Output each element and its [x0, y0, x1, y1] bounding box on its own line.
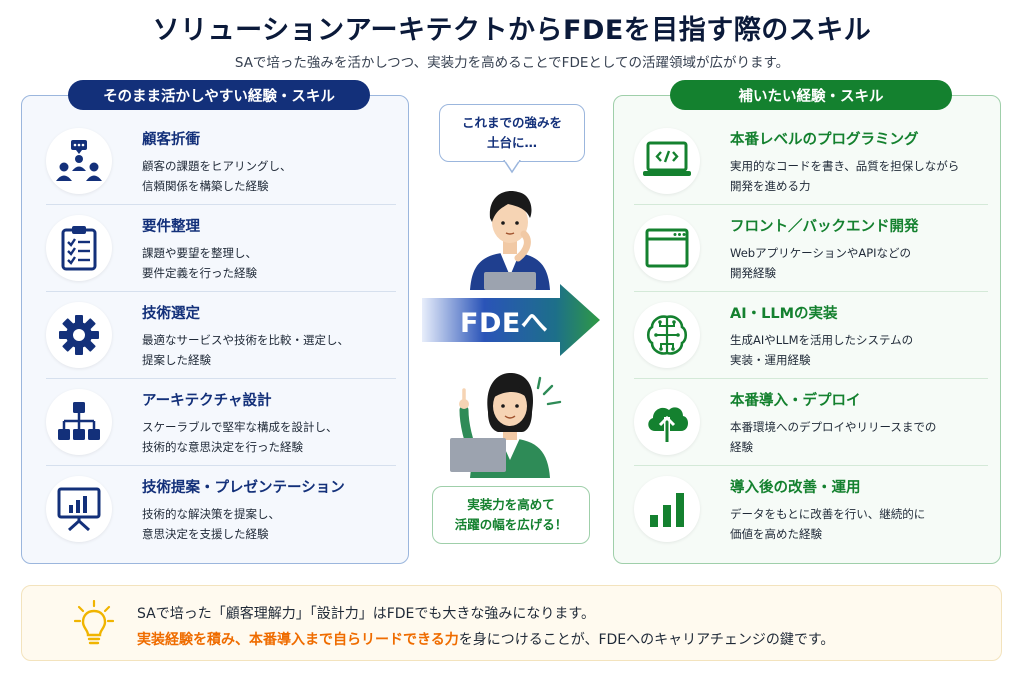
item-title: フロント／バックエンド開発	[730, 219, 919, 235]
hierarchy-icon	[46, 389, 112, 455]
speech-bubble-bottom: 実装力を高めて活躍の幅を広げる！	[432, 486, 590, 544]
man-illustration	[470, 191, 550, 290]
left-panel-header: そのまま活かしやすい経験・スキル	[68, 80, 370, 110]
right-panel-header: 補いたい経験・スキル	[670, 80, 952, 110]
footer-highlight: 実装経験を積み、本番導入まで自らリードできる力	[137, 632, 459, 648]
item-title: 顧客折衝	[142, 132, 200, 148]
divider	[46, 465, 396, 466]
list-item: 本番導入・デプロイ 本番環境へのデプロイやリリースまでの経験	[634, 379, 984, 465]
item-desc: 技術的な解決策を提案し、意思決定を支援した経験	[142, 507, 280, 541]
laptop-code-icon	[634, 128, 700, 194]
list-item: AI・LLMの実装 生成AIやLLMを活用したシステムの実装・運用経験	[634, 292, 984, 378]
bubble-tail-icon	[503, 160, 521, 174]
item-title: アーキテクチャ設計	[142, 393, 272, 409]
bar-chart-icon	[634, 476, 700, 542]
arrow-label: FDEへ	[460, 308, 549, 339]
list-item: 本番レベルのプログラミング 実用的なコードを書き、品質を担保しながら開発を進める…	[634, 118, 984, 204]
page-subtitle: SAで培った強みを活かしつつ、実装力を高めることでFDEとしての活躍領域が広がり…	[234, 55, 790, 71]
list-item: 技術提案・プレゼンテーション 技術的な解決策を提案し、意思決定を支援した経験	[46, 466, 396, 552]
list-item: 技術選定 最適なサービスや技術を比較・選定し、提案した経験	[46, 292, 396, 378]
item-desc: スケーラブルで堅牢な構成を設計し、技術的な意思決定を行った経験	[142, 420, 338, 454]
divider	[634, 465, 988, 466]
divider	[634, 204, 988, 205]
lightbulb-icon	[74, 600, 114, 645]
item-desc: 生成AIやLLMを活用したシステムの実装・運用経験	[730, 333, 914, 367]
divider	[634, 378, 988, 379]
woman-illustration	[450, 372, 562, 478]
cloud-upload-icon	[634, 389, 700, 455]
item-desc: 課題や要望を整理し、要件定義を行った経験	[142, 246, 257, 280]
list-item: 要件整理 課題や要望を整理し、要件定義を行った経験	[46, 205, 396, 291]
item-desc: 本番環境へのデプロイやリリースまでの経験	[730, 420, 937, 454]
left-panel: 顧客折衝 顧客の課題をヒアリングし、信頼関係を構築した経験 要件整理	[21, 95, 409, 564]
footer-line-2-rest: を身につけることが、FDEへのキャリアチェンジの鍵です。	[458, 632, 835, 648]
clipboard-icon	[46, 215, 112, 281]
item-title: 本番導入・デプロイ	[730, 393, 861, 409]
item-title: 導入後の改善・運用	[730, 480, 861, 496]
list-item: アーキテクチャ設計 スケーラブルで堅牢な構成を設計し、技術的な意思決定を行った経…	[46, 379, 396, 465]
divider	[46, 378, 396, 379]
brain-chip-icon	[634, 302, 700, 368]
right-panel: 本番レベルのプログラミング 実用的なコードを書き、品質を担保しながら開発を進める…	[613, 95, 1001, 564]
divider	[46, 204, 396, 205]
gear-icon	[46, 302, 112, 368]
item-title: AI・LLMの実装	[730, 306, 838, 322]
footer-note: SAで培った「顧客理解力」「設計力」はFDEでも大きな強みになります。 実装経験…	[21, 585, 1002, 661]
speech-bubble-top: これまでの強みを土台に…	[439, 104, 585, 162]
divider	[634, 291, 988, 292]
item-desc: 最適なサービスや技術を比較・選定し、提案した経験	[142, 333, 349, 367]
item-title: 要件整理	[142, 219, 200, 235]
item-desc: 顧客の課題をヒアリングし、信頼関係を構築した経験	[142, 159, 292, 193]
item-title: 技術選定	[142, 306, 200, 322]
item-title: 技術提案・プレゼンテーション	[142, 480, 345, 496]
people-chat-icon	[46, 128, 112, 194]
footer-line-2: 実装経験を積み、本番導入まで自らリードできる力を身につけることが、FDEへのキャ…	[137, 629, 834, 649]
item-desc: データをもとに改善を行い、継続的に価値を高めた経験	[730, 507, 926, 541]
fde-arrow: FDEへ	[422, 284, 602, 356]
item-desc: 実用的なコードを書き、品質を担保しながら開発を進める力	[730, 159, 960, 193]
item-desc: WebアプリケーションやAPIなどの開発経験	[730, 246, 912, 280]
list-item: 顧客折衝 顧客の課題をヒアリングし、信頼関係を構築した経験	[46, 118, 396, 204]
browser-window-icon	[634, 215, 700, 281]
list-item: フロント／バックエンド開発 WebアプリケーションやAPIなどの開発経験	[634, 205, 984, 291]
item-title: 本番レベルのプログラミング	[730, 132, 919, 148]
list-item: 導入後の改善・運用 データをもとに改善を行い、継続的に価値を高めた経験	[634, 466, 984, 552]
divider	[46, 291, 396, 292]
footer-line-1: SAで培った「顧客理解力」「設計力」はFDEでも大きな強みになります。	[137, 606, 596, 622]
presentation-icon	[46, 476, 112, 542]
page-title: ソリューションアーキテクトからFDEを目指す際のスキル	[152, 15, 872, 46]
arrow-icon	[422, 284, 600, 356]
